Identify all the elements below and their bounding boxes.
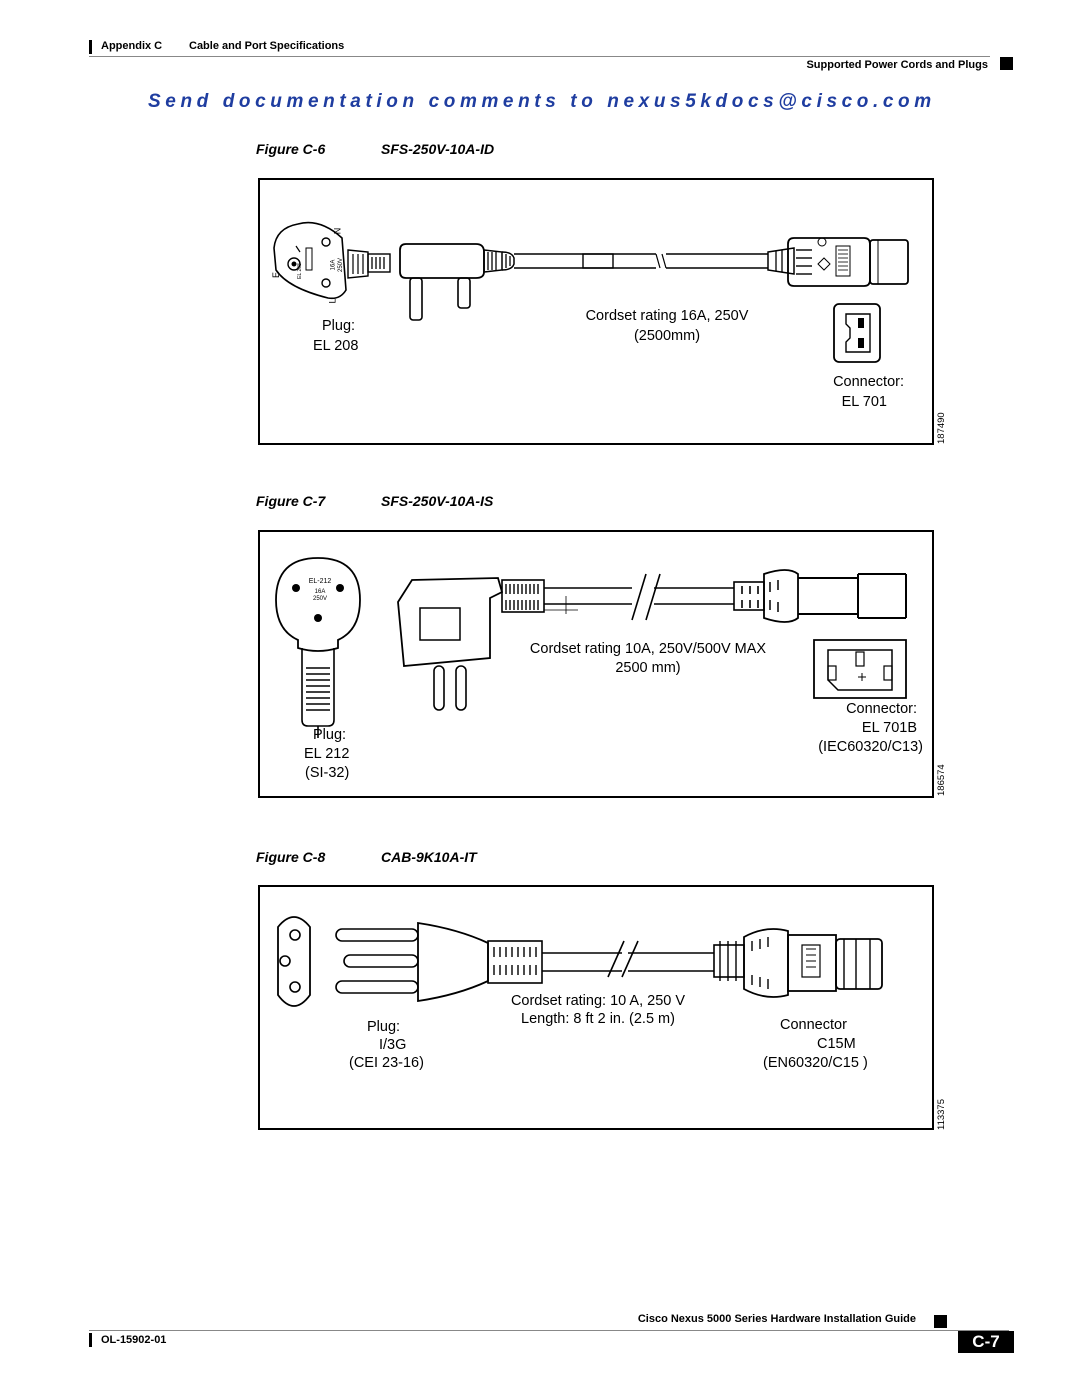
figure-frame [258, 178, 934, 445]
plug-model: EL 212 [304, 746, 350, 762]
figure-title: SFS-250V-10A-ID [381, 141, 495, 157]
header-left-marker [89, 40, 92, 54]
plug-mark-volt: 250V [338, 257, 345, 273]
footer-guide-title: Cisco Nexus 5000 Series Hardware Install… [637, 1313, 916, 1325]
figure-title: CAB-9K10A-IT [381, 849, 477, 865]
connector-label: Connector [780, 1017, 847, 1033]
footer-marker [934, 1315, 947, 1328]
connector-standard: (IEC60320/C13) [818, 739, 923, 755]
power-cord-illustration [275, 557, 907, 738]
power-cord-illustration [273, 221, 909, 363]
plug-mark-amp: 16A [330, 259, 337, 271]
plug-standard: (SI-32) [305, 765, 350, 781]
plug-standard: (CEI 23-16) [349, 1055, 424, 1071]
footer-left-marker [89, 1333, 92, 1347]
header-rule [89, 56, 990, 57]
figure-number: Figure C-6 [256, 141, 326, 157]
doc-number: OL-15902-01 [101, 1334, 167, 1346]
footer-rule [89, 1330, 1009, 1331]
power-cord-illustration [277, 916, 883, 1007]
cordset-rating: Cordset rating 16A, 250V [585, 308, 749, 324]
figure-frame [258, 885, 934, 1130]
figure-number: Figure C-8 [256, 849, 326, 865]
connector-label: Connector: [846, 701, 917, 717]
figure-number: Figure C-7 [256, 493, 326, 509]
figure-frame [258, 530, 934, 798]
cord-length: (2500mm) [633, 328, 701, 344]
connector-model: EL 701 [841, 394, 887, 410]
feedback-banner[interactable]: Send documentation comments to nexus5kdo… [148, 91, 936, 112]
header-chapter: Cable and Port Specifications [189, 40, 345, 52]
art-id: 113375 [936, 1099, 947, 1130]
plug-mark-cert: EL 208 [296, 263, 303, 279]
header-right-marker [1000, 57, 1013, 70]
cordset-rating: Cordset rating: 10 A, 250 V [510, 993, 686, 1009]
plug-mark-earth: E [271, 271, 282, 279]
connector-label: Connector: [833, 374, 904, 390]
page-number: C-7 [958, 1331, 1014, 1353]
plug-mark-amp: 16A [314, 589, 326, 595]
connector-model: EL 701B [861, 720, 917, 736]
connector-model: C15M [817, 1036, 856, 1052]
plug-model: EL 208 [313, 338, 359, 354]
cordset-rating: Cordset rating 10A, 250V/500V MAX [529, 641, 767, 657]
connector-standard: (EN60320/C15 ) [763, 1055, 868, 1071]
header-section: Supported Power Cords and Plugs [806, 59, 988, 71]
figure-title: SFS-250V-10A-IS [381, 493, 494, 509]
plug-mark-neutral: N [332, 227, 343, 235]
cord-length: 2500 mm) [615, 660, 681, 676]
plug-label: Plug: [322, 318, 356, 334]
plug-mark-live: L [327, 298, 338, 304]
plug-mark-cert: EL-212 [308, 578, 332, 585]
plug-model: I/3G [379, 1037, 407, 1053]
plug-mark-volt: 250V [312, 596, 327, 602]
plug-label: Plug: [313, 727, 347, 743]
plug-label: Plug: [367, 1019, 401, 1035]
header-appendix: Appendix C [101, 40, 163, 52]
cord-length: Length: 8 ft 2 in. (2.5 m) [521, 1011, 675, 1027]
art-id: 187490 [936, 412, 947, 444]
art-id: 186574 [936, 764, 947, 796]
